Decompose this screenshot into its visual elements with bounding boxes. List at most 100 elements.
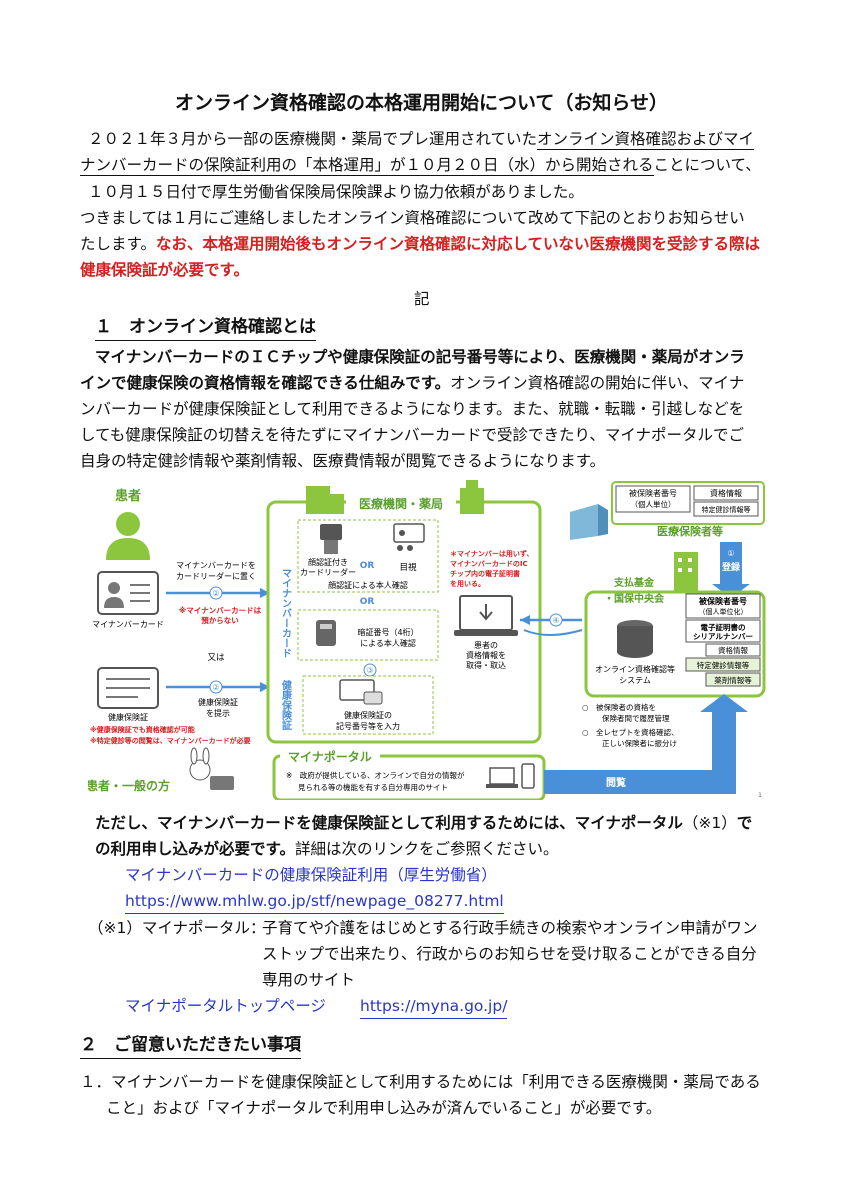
insurer-box-1 [615, 485, 691, 513]
insurer-building-icon [570, 504, 608, 540]
section1-line-1: マイナンバーカードのＩＣチップや健康保険証の記号番号等により、医療機関・薬局がオ… [95, 348, 745, 366]
intro-line-5: たします。なお、本格運用開始後もオンライン資格確認に対応していない医療機関を受診… [80, 233, 760, 255]
face-label-2: カードリーダー [300, 567, 356, 577]
or-2: OR [360, 597, 375, 607]
section1-line-2: インで健康保険の資格情報を確認できる仕組みです。オンライン資格確認の開始に伴い、… [80, 372, 744, 394]
right-box-1b: （個人単位化） [699, 607, 748, 616]
database-icon [617, 620, 653, 658]
online-qualification-diagram: 患者 マイナンバーカード マイナンバーカードを カードリーダーに置く ② ※マイ… [88, 480, 766, 800]
right-box-5 [705, 672, 761, 687]
visual-label: 目視 [399, 562, 417, 573]
s1b-l1c: で [736, 814, 753, 832]
vertical-card-label: マイナンバーカード [280, 568, 292, 658]
mynumber-card-icon [97, 571, 159, 615]
patient-label: 患者 [115, 488, 141, 504]
card-label: マイナンバーカード [92, 620, 164, 629]
portal-note-label: （※1）マイナポータル： [88, 919, 266, 937]
register-label: 登録 [721, 561, 741, 573]
arrow-step4 [520, 613, 583, 636]
hoken-input-2: 記号番号等を入力 [336, 721, 400, 731]
right-box-2a: 電子証明書の [701, 622, 746, 632]
cert-note-3: チップ内の電子証明書 [450, 569, 520, 578]
patient-icon [106, 512, 150, 560]
bullet-1a: ○ 被保険者の資格を [582, 702, 656, 712]
right-box-1a: 被保険者番号 [699, 596, 747, 606]
hoken-instr-2: を提示 [206, 708, 230, 718]
bullet-2b: 正しい保険者に振分け [602, 738, 677, 748]
step-2-card: ② [212, 589, 219, 598]
insurer-label: 医療保険者等 [657, 524, 723, 538]
right-box-4-text: 特定健診情報等 [697, 660, 750, 670]
mhlw-link-title[interactable]: マイナンバーカードの健康保険証利用（厚生労働省） [125, 866, 497, 884]
insurer-box-1a: 被保険者番号 [629, 488, 677, 498]
fund-building-icon [674, 552, 698, 592]
section1-line-5: 自身の特定健診情報や薬剤情報、医療費情報が閲覧できるようになります。 [80, 452, 606, 470]
intro-l5a: たします。 [80, 235, 156, 253]
section1-l2b: オンライン資格確認の開始に伴い、マイナ [450, 374, 745, 392]
hospital-icon [306, 480, 484, 514]
visual-check-icon [393, 523, 425, 551]
browse-label: 閲覧 [606, 776, 626, 789]
card-note-2: 預からない [201, 615, 239, 625]
right-box-2 [685, 619, 761, 643]
or-text: 又は [207, 653, 225, 663]
myna-link-title[interactable]: マイナポータルトップページ [125, 997, 326, 1015]
page-title: オンライン資格確認の本格運用開始について（お知らせ） [174, 92, 669, 114]
general-label: 患者・一般の方 [88, 778, 170, 793]
hoken-instr-1: 健康保険証 [198, 697, 238, 707]
card-instr-2: カードリーダーに置く [176, 571, 256, 581]
card-note-1: ※マイナンバーカードは [179, 606, 262, 615]
s1b-l2b: 詳細は次のリンクをご参照ください。 [294, 840, 559, 858]
right-box-3-text: 資格情報 [718, 645, 748, 655]
insurer-box-3 [693, 501, 759, 517]
intro-l1b: オンライン資格確認およびマイ [537, 130, 755, 150]
right-box-4 [685, 657, 761, 672]
portal-note-2: 見られる等の機能を有する自分専用のサイト [298, 782, 448, 792]
portal-note-1: ※ 政府が提供している、オンラインで自分の情報が [286, 770, 465, 780]
s1b-l2a: の利用申し込みが必要です。 [95, 840, 295, 858]
register-num: ① [727, 549, 734, 558]
mhlw-link-url[interactable]: https://www.mhlw.go.jp/stf/newpage_08277… [125, 890, 504, 914]
fund-label-1: 支払基金 [613, 576, 655, 589]
step-3: ③ [366, 666, 373, 675]
card-instr-1: マイナンバーカードを [176, 561, 256, 570]
insurer-box-2-text: 資格情報 [710, 488, 742, 498]
intro-l1a: ２０２１年３月から一部の医療機関・薬局でプレ運用されていた [88, 130, 538, 148]
portal-label: マイナポータル [288, 749, 372, 764]
right-box-2b: シリアルナンバー [693, 632, 753, 641]
pin-2: による本人確認 [360, 638, 416, 648]
insurer-frame [611, 481, 765, 525]
note-b: ※特定健診等の閲覧は、マイナンバーカードが必要 [90, 736, 251, 745]
cert-note-1: ＊マイナンバーは用いず、 [450, 549, 533, 558]
note-a: ※健康保険証でも資格確認が可能 [90, 725, 195, 734]
bullet-1b: 保険者間で履歴管理 [602, 713, 670, 723]
s1b-l1a: ただし、マイナンバーカードを健康保険証として利用するためには、マイナポータル [95, 814, 683, 832]
portal-note-line-1: 子育てや介護をはじめとする行政手続きの検索やオンライン申請がワン [262, 919, 758, 937]
step-4: ④ [552, 616, 559, 625]
facility-label: 医療機関・薬局 [359, 496, 443, 511]
face-confirm: 顔認証による本人確認 [328, 580, 408, 590]
insurance-card-icon [97, 667, 159, 709]
fund-label-2: ・国保中央会 [604, 592, 664, 605]
intro-line-4: つきましては１月にご連絡しましたオンライン資格確認について改めて下記のとおりお知… [80, 209, 745, 227]
myna-link-url[interactable]: https://myna.go.jp/ [360, 995, 508, 1019]
hoken-input-box [302, 675, 434, 735]
face-label-1: 顔認証付き [308, 557, 348, 567]
hoken-input-1: 健康保険証の [344, 710, 392, 720]
insurer-box-3-text: 特定健診情報等 [702, 505, 751, 514]
section2-item-1-line-1: １．マイナンバーカードを健康保険証として利用するためには「利用できる医療機関・薬… [80, 1073, 761, 1091]
pin-1: 暗証番号（4桁） [357, 627, 418, 637]
section1-heading: １ オンライン資格確認とは [95, 316, 316, 341]
section1-l2a: インで健康保険の資格情報を確認できる仕組みです。 [80, 374, 451, 392]
cert-note-2: マイナンバーカードのIC [450, 560, 528, 568]
arrow-hoken [166, 680, 270, 694]
mascot-icon [189, 747, 234, 790]
right-box-3 [705, 643, 761, 657]
intro-l2a: ナンバーカードの保険証利用の「本格運用」が１０月２０日（水）から開始される [80, 156, 654, 176]
pin-pad-icon [316, 620, 336, 646]
intro-l2b: ことについて、 [653, 156, 761, 174]
bullet-2a: ○ 全レセプトを資格確認、 [582, 727, 679, 737]
pc-label-1: 患者の [474, 640, 498, 650]
s1b-line-2: の利用申し込みが必要です。詳細は次のリンクをご参照ください。 [95, 838, 558, 860]
insurer-box-2 [693, 485, 759, 501]
